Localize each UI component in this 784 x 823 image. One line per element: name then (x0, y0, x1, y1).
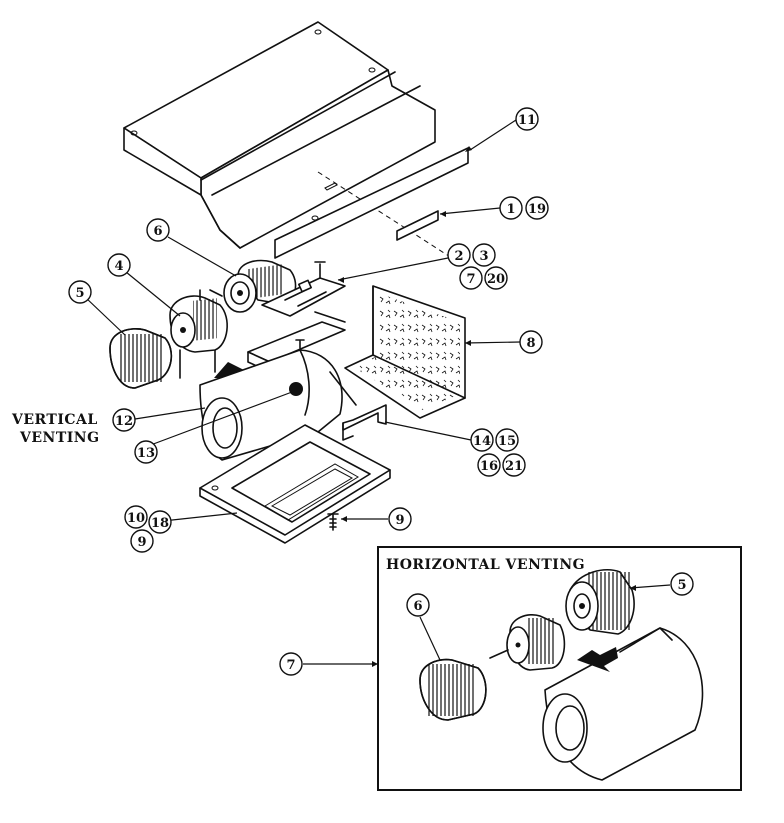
plug-button (289, 382, 303, 396)
callout-20: 20 (484, 266, 508, 290)
switch-plate (396, 210, 439, 241)
callout-12: 12 (112, 408, 136, 432)
callout-7-lower: 7 (279, 652, 303, 676)
callout-9-right: 9 (388, 507, 412, 531)
callout-21: 21 (502, 453, 526, 477)
callout-1: 1 (499, 196, 523, 220)
svg-text:7: 7 (286, 658, 295, 673)
svg-text:1: 1 (506, 202, 515, 217)
vertical-venting-label-line2: VENTING (19, 430, 100, 446)
grease-filter (344, 285, 466, 419)
callout-6-lower: 6 (406, 593, 430, 617)
svg-text:13: 13 (137, 446, 155, 461)
range-hood-housing (123, 21, 456, 261)
blower-wheel-left (109, 328, 173, 389)
callout-14: 14 (470, 428, 494, 452)
svg-text:21: 21 (505, 459, 523, 474)
svg-text:11: 11 (518, 113, 536, 128)
callout-16: 16 (477, 453, 501, 477)
svg-text:20: 20 (487, 272, 505, 287)
horizontal-venting-label: HORIZONTAL VENTING (386, 557, 585, 573)
callout-11: 11 (515, 107, 539, 131)
callout-5-lower: 5 (670, 572, 694, 596)
callout-6-upper: 6 (146, 218, 170, 242)
switch-bracket (261, 261, 346, 317)
svg-text:2: 2 (454, 249, 463, 264)
blower-wheel-horizontal-left (419, 658, 487, 721)
svg-text:15: 15 (498, 434, 516, 449)
blower-wheel-upper (223, 259, 297, 313)
callout-19: 19 (525, 196, 549, 220)
svg-text:10: 10 (127, 511, 145, 526)
svg-text:18: 18 (151, 516, 169, 531)
horizontal-venting-box (377, 546, 742, 791)
callout-4: 4 (107, 253, 131, 277)
callout-18: 18 (148, 510, 172, 534)
motor-horizontal (489, 614, 566, 671)
motor-vertical (169, 289, 228, 379)
screw (327, 513, 339, 531)
callout-10: 10 (124, 505, 148, 529)
svg-text:12: 12 (115, 414, 133, 429)
callout-13: 13 (134, 440, 158, 464)
svg-text:9: 9 (137, 535, 146, 550)
svg-text:7: 7 (466, 272, 475, 287)
callout-7-upper: 7 (459, 266, 483, 290)
leader-lines (84, 119, 671, 667)
callout-15: 15 (495, 428, 519, 452)
callout-8: 8 (519, 330, 543, 354)
callout-9-left: 9 (130, 529, 154, 553)
svg-text:9: 9 (395, 513, 404, 528)
bottom-pan (199, 424, 391, 544)
svg-text:6: 6 (153, 224, 162, 239)
trim-strip (274, 147, 469, 259)
mounting-bracket (342, 404, 387, 441)
svg-text:5: 5 (677, 578, 686, 593)
svg-text:16: 16 (480, 459, 498, 474)
svg-text:14: 14 (473, 434, 491, 449)
svg-text:3: 3 (479, 249, 488, 264)
blower-wheel-horizontal-right (565, 568, 635, 635)
blower-housing-horizontal (542, 627, 704, 781)
svg-text:19: 19 (528, 202, 546, 217)
callout-2: 2 (447, 243, 471, 267)
svg-text:4: 4 (114, 259, 123, 274)
callout-5-upper: 5 (68, 280, 92, 304)
vertical-venting-label-line1: VERTICAL (11, 412, 98, 428)
svg-text:8: 8 (526, 336, 535, 351)
svg-text:5: 5 (75, 286, 84, 301)
callout-3: 3 (472, 243, 496, 267)
svg-text:6: 6 (413, 599, 422, 614)
